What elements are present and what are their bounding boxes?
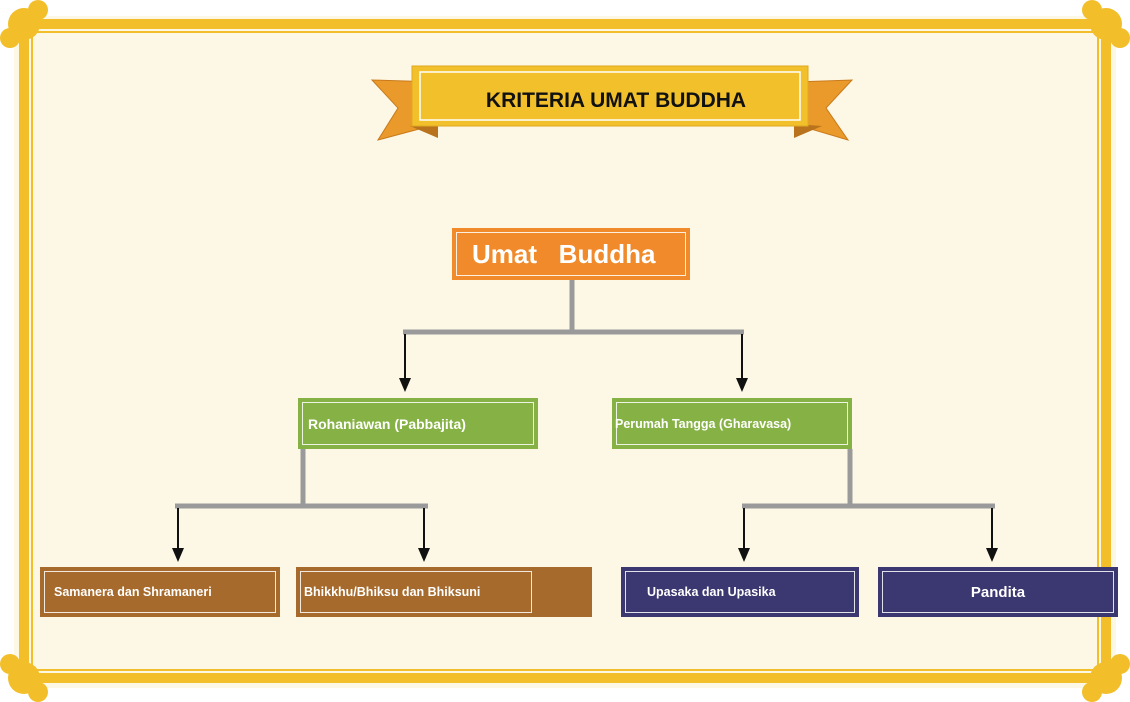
arrowhead-leaf-3 <box>738 548 750 562</box>
node-rohaniawan: Rohaniawan (Pabbajita) <box>298 398 538 449</box>
node-bhikkhu: Bhikkhu/Bhiksu dan Bhiksuni <box>296 567 592 617</box>
node-label: Samanera dan Shramaneri <box>54 585 212 599</box>
frame-corner-bottom-left <box>0 654 48 702</box>
node-perumah-tangga: Perumah Tangga (Gharavasa) <box>612 398 852 449</box>
ribbon-right-fold <box>794 124 822 138</box>
ribbon-left-fold <box>410 124 438 138</box>
banner-inner-border <box>419 71 801 121</box>
frame-corner-top-right <box>1082 0 1130 48</box>
node-label: Pandita <box>970 583 1026 601</box>
frame-corner-top-left <box>0 0 48 48</box>
node-pandita: Pandita <box>878 567 1118 617</box>
node-label: Bhikkhu/Bhiksu dan Bhiksuni <box>304 585 481 599</box>
arrowhead-right-mid <box>736 378 748 392</box>
node-label: Umat Buddha <box>472 238 656 269</box>
node-upasaka: Upasaka dan Upasika <box>621 567 859 617</box>
arrowhead-leaf-4 <box>986 548 998 562</box>
banner-title: KRITERIA UMAT BUDDHA <box>485 89 747 112</box>
banner-body <box>411 65 809 127</box>
arrowhead-left-mid <box>399 378 411 392</box>
node-samanera: Samanera dan Shramaneri <box>40 567 280 617</box>
arrowhead-leaf-1 <box>172 548 184 562</box>
frame-corner-bottom-right <box>1082 654 1130 702</box>
arrowhead-leaf-2 <box>418 548 430 562</box>
node-label: Upasaka dan Upasika <box>647 585 776 599</box>
node-umat-buddha: Umat Buddha <box>452 228 690 280</box>
node-label: Rohaniawan (Pabbajita) <box>308 415 466 432</box>
node-label: Perumah Tangga (Gharavasa) <box>615 416 792 431</box>
